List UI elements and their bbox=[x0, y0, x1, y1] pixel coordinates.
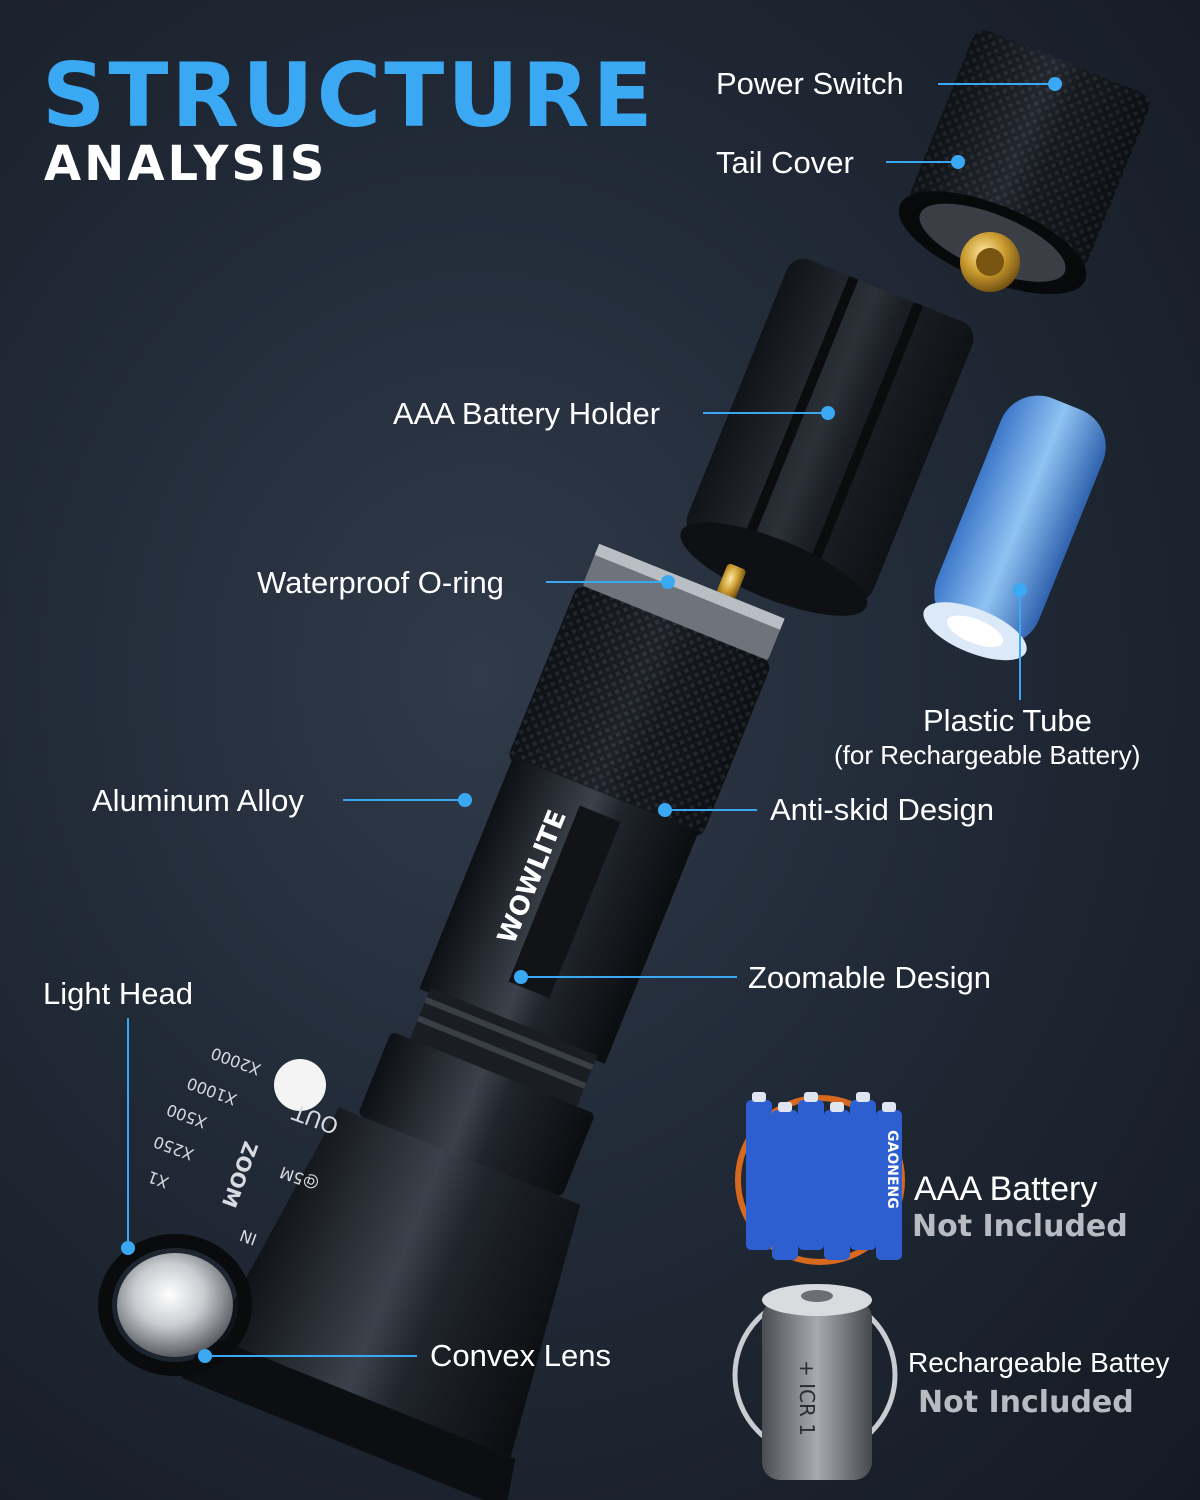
aaa-battery-image: GAONENG bbox=[735, 1092, 905, 1265]
label-plastic-tube-note: (for Rechargeable Battery) bbox=[834, 740, 1141, 770]
rechargeable-battery-image: + ICR 1 bbox=[732, 1284, 898, 1480]
label-battery-holder: AAA Battery Holder bbox=[393, 396, 661, 431]
tail-cover-part bbox=[898, 30, 1150, 295]
label-tail-cover: Tail Cover bbox=[716, 145, 854, 180]
label-light-head: Light Head bbox=[43, 976, 193, 1011]
label-aluminum: Aluminum Alloy bbox=[92, 783, 304, 818]
label-plastic-tube: Plastic Tube bbox=[923, 703, 1092, 738]
aaa-not-included: Not Included bbox=[912, 1209, 1128, 1244]
battery-holder-part bbox=[680, 258, 974, 616]
aaa-battery-print: GAONENG bbox=[884, 1130, 900, 1209]
label-anti-skid: Anti-skid Design bbox=[770, 792, 994, 827]
label-oring: Waterproof O-ring bbox=[257, 565, 504, 600]
zoom-mark-500: X500 bbox=[164, 1100, 209, 1132]
rechargeable-not-included: Not Included bbox=[918, 1385, 1134, 1420]
zoom-indicator-dot bbox=[274, 1059, 326, 1111]
zoom-mark-2000: X2000 bbox=[208, 1044, 263, 1080]
label-rechargeable: Rechargeable Battey bbox=[908, 1347, 1170, 1378]
zoom-in-label: IN bbox=[237, 1226, 259, 1250]
convex-lens-part bbox=[117, 1253, 233, 1357]
zoom-label: ZOOM bbox=[217, 1138, 263, 1211]
cell-print: + ICR 1 bbox=[795, 1360, 819, 1436]
label-zoomable: Zoomable Design bbox=[748, 960, 991, 995]
zoom-mark-1000: X1000 bbox=[184, 1074, 239, 1110]
zoom-mark-1: X1 bbox=[145, 1167, 171, 1192]
flashlight-body bbox=[181, 543, 785, 1500]
plastic-tube-part bbox=[923, 395, 1106, 661]
page-title: STRUCTURE bbox=[42, 44, 656, 147]
zoom-mark-250: X250 bbox=[151, 1132, 196, 1164]
label-power-switch: Power Switch bbox=[716, 66, 904, 101]
page-subtitle: ANALYSIS bbox=[44, 136, 328, 192]
label-convex-lens: Convex Lens bbox=[430, 1338, 611, 1373]
label-aaa-battery: AAA Battery bbox=[914, 1170, 1098, 1208]
